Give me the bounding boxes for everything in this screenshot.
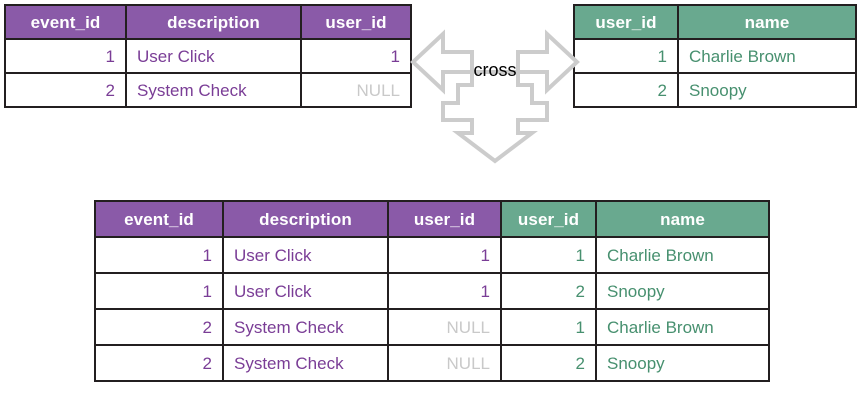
table-row: 2 Snoopy (573, 72, 857, 108)
cell-description: System Check (222, 344, 389, 382)
table-row: 2 System Check NULL (4, 72, 412, 108)
cell-name: Snoopy (595, 272, 770, 310)
table-row: 2 System Check NULL 1 Charlie Brown (94, 308, 770, 346)
operation-label: cross (473, 60, 517, 80)
table-row: 1 User Click 1 1 Charlie Brown (94, 236, 770, 274)
cell-event-id: 2 (4, 72, 127, 108)
column-header-user-id: user_id (300, 4, 412, 40)
three-way-arrow-icon (410, 28, 580, 168)
cell-event-id: 1 (94, 236, 224, 274)
column-header-user-id: user_id (573, 4, 679, 40)
cell-user-id: 2 (573, 72, 679, 108)
column-header-name: name (677, 4, 857, 40)
table-header-row: event_id description user_id (4, 4, 412, 40)
cell-event-id: 2 (94, 344, 224, 382)
cell-user-id-null: NULL (300, 72, 412, 108)
cell-user-id-right: 2 (500, 344, 597, 382)
cell-event-id: 1 (94, 272, 224, 310)
cell-description: System Check (222, 308, 389, 346)
arrow-outline (410, 29, 580, 164)
table-row: 2 System Check NULL 2 Snoopy (94, 344, 770, 382)
cell-user-id: 1 (300, 38, 412, 74)
cell-name: Charlie Brown (677, 38, 857, 74)
result-table: event_id description user_id user_id nam… (94, 200, 770, 382)
cell-event-id: 2 (94, 308, 224, 346)
cell-user-id-right: 1 (500, 236, 597, 274)
column-header-description: description (125, 4, 302, 40)
users-table: user_id name 1 Charlie Brown 2 Snoopy (573, 4, 857, 108)
cell-user-id: 1 (573, 38, 679, 74)
table-header-row: user_id name (573, 4, 857, 40)
cell-description: User Click (222, 272, 389, 310)
cell-user-id-left-null: NULL (387, 344, 502, 382)
events-table: event_id description user_id 1 User Clic… (4, 4, 412, 108)
column-header-user-id-left: user_id (387, 200, 502, 238)
table-header-row: event_id description user_id user_id nam… (94, 200, 770, 238)
table-row: 1 User Click 1 2 Snoopy (94, 272, 770, 310)
column-header-name: name (595, 200, 770, 238)
cell-name: Charlie Brown (595, 236, 770, 274)
cell-user-id-left: 1 (387, 236, 502, 274)
column-header-description: description (222, 200, 389, 238)
cell-description: System Check (125, 72, 302, 108)
table-row: 1 Charlie Brown (573, 38, 857, 74)
cell-description: User Click (125, 38, 302, 74)
cell-user-id-right: 2 (500, 272, 597, 310)
cell-event-id: 1 (4, 38, 127, 74)
cell-name: Snoopy (677, 72, 857, 108)
column-header-user-id-right: user_id (500, 200, 597, 238)
cell-user-id-left-null: NULL (387, 308, 502, 346)
cell-description: User Click (222, 236, 389, 274)
column-header-event-id: event_id (94, 200, 224, 238)
column-header-event-id: event_id (4, 4, 127, 40)
cell-name: Snoopy (595, 344, 770, 382)
cell-name: Charlie Brown (595, 308, 770, 346)
cell-user-id-right: 1 (500, 308, 597, 346)
cell-user-id-left: 1 (387, 272, 502, 310)
table-row: 1 User Click 1 (4, 38, 412, 74)
